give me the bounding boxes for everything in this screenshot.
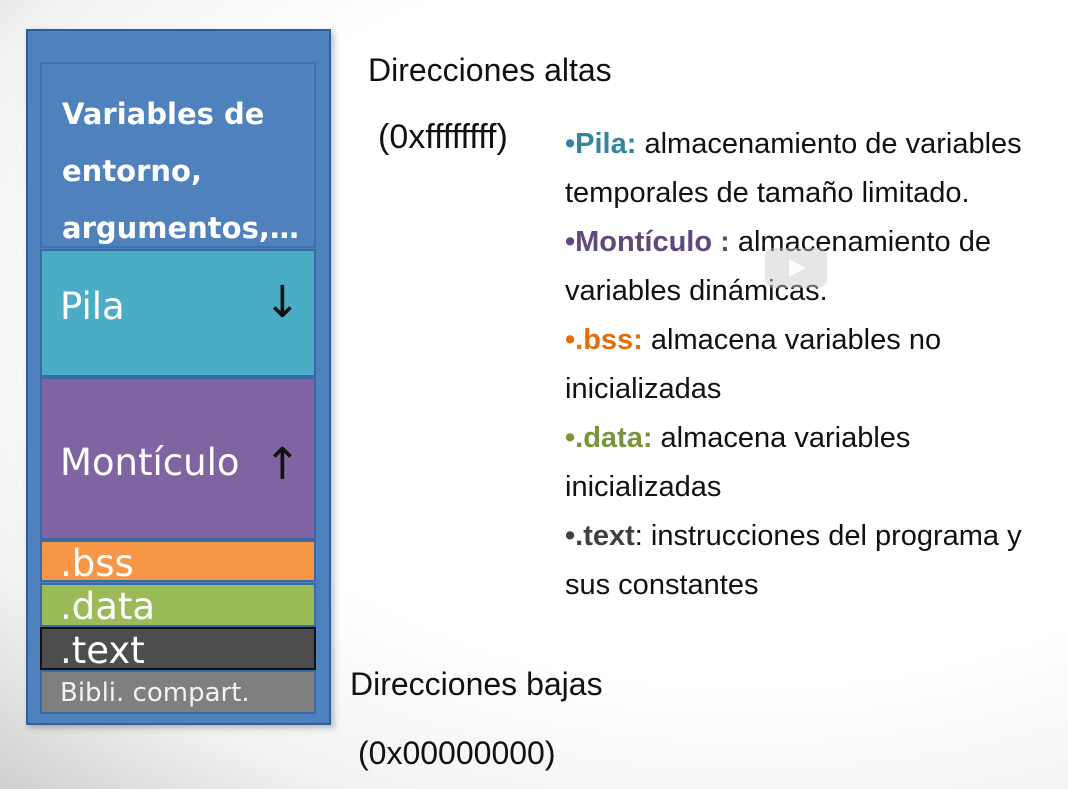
desc-heap-text: almacenamiento de variables dinámicas. [565,226,991,307]
high-address-value: (0xffffffff) [378,118,508,156]
segment-stack: Pila ↓ [40,249,316,377]
desc-data-text: almacena variables inicializadas [565,422,911,503]
segment-bss: .bss [40,540,316,585]
desc-data-key: •.data: [565,422,653,454]
desc-text: •.text: instrucciones del programa y sus… [565,512,1060,610]
segment-env-args: Variables de entorno, argumentos,… [40,62,316,248]
desc-text-key: •.text [565,520,635,552]
desc-text-text: : instrucciones del programa y sus const… [565,520,1022,601]
segment-stack-label: Pila [60,285,125,328]
low-addresses-label: Direcciones bajas [350,666,603,702]
desc-heap: •Montículo : almacenamiento de variables… [565,218,1060,316]
desc-bss-text: almacena variables no inicializadas [565,324,942,405]
segment-text: .text [40,627,316,672]
desc-bss: •.bss: almacena variables no inicializad… [565,316,1060,414]
segment-heap: Montículo ↑ [40,377,316,540]
arrow-down-icon: ↓ [264,277,301,328]
segment-env-args-label: Variables de entorno, argumentos,… [62,97,299,245]
segment-shared-libs-label: Bibli. compart. [60,678,250,708]
desc-heap-key: •Montículo : [565,226,730,258]
segment-text-label: .text [60,629,145,672]
segment-data: .data [40,583,316,627]
segment-bss-label: .bss [60,542,134,585]
desc-bss-key: •.bss: [565,324,643,356]
low-address-value: (0x00000000) [358,735,556,771]
segment-shared-libs: Bibli. compart. [40,670,316,714]
desc-stack-text: almacenamiento de variables temporales d… [565,128,1022,209]
desc-data: •.data: almacena variables inicializadas [565,414,1060,512]
arrow-up-icon: ↑ [264,439,301,490]
segment-heap-label: Montículo [60,441,240,484]
high-addresses-label: Direcciones altas [368,52,612,88]
play-icon[interactable] [765,248,827,288]
segment-data-label: .data [60,585,156,628]
desc-stack: •Pila: almacenamiento de variables tempo… [565,120,1060,218]
desc-stack-key: •Pila: [565,128,637,160]
segment-descriptions: •Pila: almacenamiento de variables tempo… [565,120,1060,610]
